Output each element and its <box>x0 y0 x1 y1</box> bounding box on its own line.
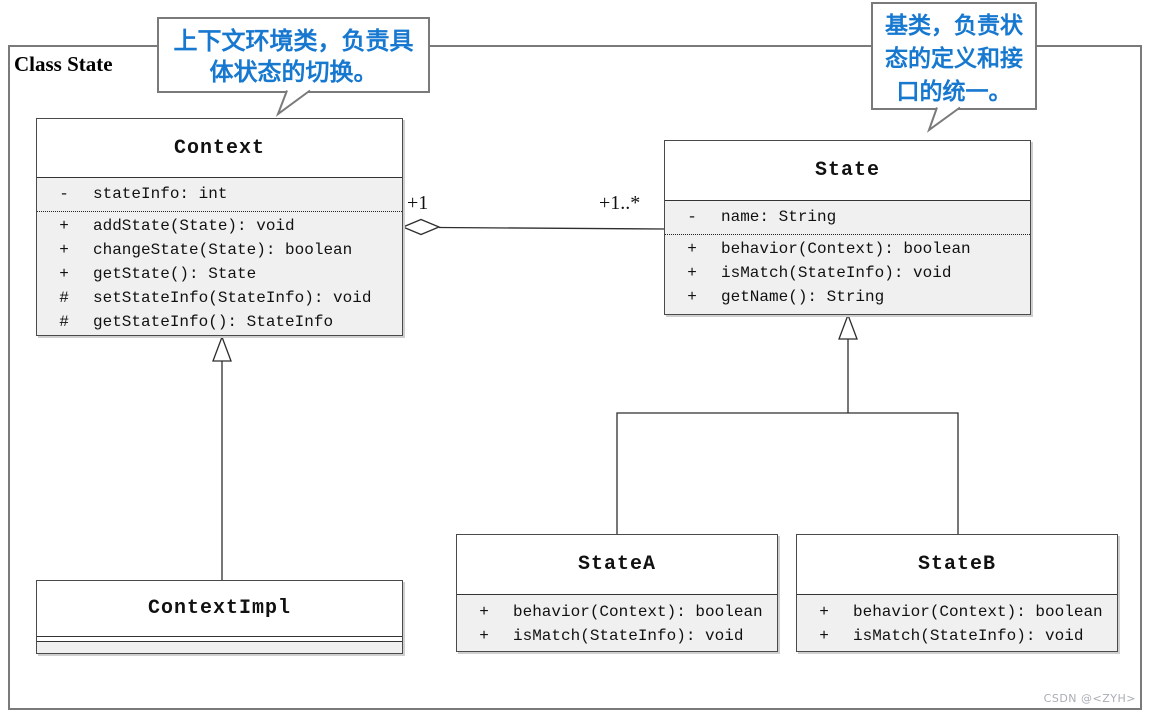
method-row: + getName(): String <box>665 285 1030 309</box>
method-signature: setStateInfo(StateInfo): void <box>93 289 372 307</box>
multiplicity-context-end: +1 <box>407 192 429 214</box>
attribute-signature: stateInfo: int <box>93 185 228 203</box>
empty-compartment <box>37 641 402 653</box>
method-signature: isMatch(StateInfo): void <box>721 264 952 282</box>
method-signature: getState(): State <box>93 265 257 283</box>
class-context-body: - stateInfo: int + addState(State): void… <box>37 178 402 335</box>
class-contextimpl-body <box>37 637 402 653</box>
class-state: State - name: String + behavior(Context)… <box>664 140 1031 315</box>
method-row: + behavior(Context): boolean <box>457 600 777 624</box>
visibility-symbol: + <box>59 265 69 283</box>
method-signature: isMatch(StateInfo): void <box>853 627 1084 645</box>
visibility-symbol: - <box>59 185 69 203</box>
class-context-methods: + addState(State): void + changeState(St… <box>37 211 402 335</box>
attribute-signature: name: String <box>721 208 837 226</box>
class-stateb-body: + behavior(Context): boolean + isMatch(S… <box>797 595 1117 651</box>
method-row: + addState(State): void <box>37 214 402 238</box>
class-stateb-methods: + behavior(Context): boolean + isMatch(S… <box>797 595 1117 651</box>
class-context-title: Context <box>37 119 402 178</box>
visibility-symbol: + <box>59 217 69 235</box>
multiplicity-state-end: +1..* <box>599 192 641 214</box>
method-row: + getState(): State <box>37 262 402 286</box>
note-state: 基类，负责状 态的定义和接 口的统一。 <box>871 2 1037 110</box>
visibility-symbol: + <box>479 627 489 645</box>
note-state-line: 基类，负责状 <box>885 13 1023 39</box>
class-state-body: - name: String + behavior(Context): bool… <box>665 201 1030 314</box>
method-row: + changeState(State): boolean <box>37 238 402 262</box>
class-statea-methods: + behavior(Context): boolean + isMatch(S… <box>457 595 777 651</box>
class-state-title: State <box>665 141 1030 201</box>
method-row: # setStateInfo(StateInfo): void <box>37 286 402 310</box>
visibility-symbol: + <box>59 241 69 259</box>
class-stateb-title: StateB <box>797 535 1117 595</box>
aggregation-connector-context-state <box>401 218 665 236</box>
method-row: + behavior(Context): boolean <box>797 600 1117 624</box>
diagram-frame-title: Class State <box>14 52 113 76</box>
visibility-symbol: + <box>687 264 697 282</box>
visibility-symbol: + <box>819 627 829 645</box>
method-signature: getName(): String <box>721 288 885 306</box>
method-signature: behavior(Context): boolean <box>853 603 1103 621</box>
generalization-triangle-icon <box>212 335 232 362</box>
method-row: + isMatch(StateInfo): void <box>457 624 777 648</box>
visibility-symbol: + <box>687 288 697 306</box>
method-row: + behavior(Context): boolean <box>665 237 1030 261</box>
class-contextimpl: ContextImpl <box>36 580 403 654</box>
generalization-connector-states <box>616 313 959 534</box>
class-state-attributes: - name: String <box>665 201 1030 234</box>
note-context-line: 上下文环境类，负责具 <box>173 27 414 55</box>
visibility-symbol: + <box>687 240 697 258</box>
class-state-methods: + behavior(Context): boolean + isMatch(S… <box>665 234 1030 314</box>
note-state-line: 口的统一。 <box>896 79 1012 105</box>
class-context-attributes: - stateInfo: int <box>37 178 402 211</box>
method-signature: isMatch(StateInfo): void <box>513 627 744 645</box>
method-signature: addState(State): void <box>93 217 295 235</box>
note-context-line: 体状态的切换。 <box>209 58 378 86</box>
class-stateb: StateB + behavior(Context): boolean + is… <box>796 534 1118 652</box>
attribute-row: - name: String <box>665 201 1030 233</box>
class-context: Context - stateInfo: int + addState(Stat… <box>36 118 403 336</box>
class-statea-body: + behavior(Context): boolean + isMatch(S… <box>457 595 777 651</box>
method-row: + isMatch(StateInfo): void <box>665 261 1030 285</box>
visibility-symbol: - <box>687 208 697 226</box>
aggregation-diamond-icon <box>401 218 441 236</box>
visibility-symbol: # <box>59 289 69 307</box>
method-row: + isMatch(StateInfo): void <box>797 624 1117 648</box>
diagram-frame <box>8 45 1142 710</box>
method-signature: changeState(State): boolean <box>93 241 353 259</box>
watermark: CSDN @<ZYH> <box>1043 692 1136 705</box>
visibility-symbol: + <box>479 603 489 621</box>
method-signature: behavior(Context): boolean <box>513 603 763 621</box>
note-state-line: 态的定义和接 <box>885 46 1023 72</box>
attribute-row: - stateInfo: int <box>37 178 402 210</box>
method-row: # getStateInfo(): StateInfo <box>37 310 402 334</box>
class-statea: StateA + behavior(Context): boolean + is… <box>456 534 778 652</box>
note-context: 上下文环境类，负责具 体状态的切换。 <box>157 17 430 93</box>
visibility-symbol: # <box>59 313 69 331</box>
visibility-symbol: + <box>819 603 829 621</box>
generalization-triangle-icon <box>838 313 858 340</box>
note-context-tail <box>275 89 311 117</box>
note-state-tail <box>926 106 961 133</box>
generalization-connector-contextimpl <box>212 335 232 580</box>
method-signature: getStateInfo(): StateInfo <box>93 313 334 331</box>
class-contextimpl-title: ContextImpl <box>37 581 402 637</box>
class-statea-title: StateA <box>457 535 777 595</box>
method-signature: behavior(Context): boolean <box>721 240 971 258</box>
